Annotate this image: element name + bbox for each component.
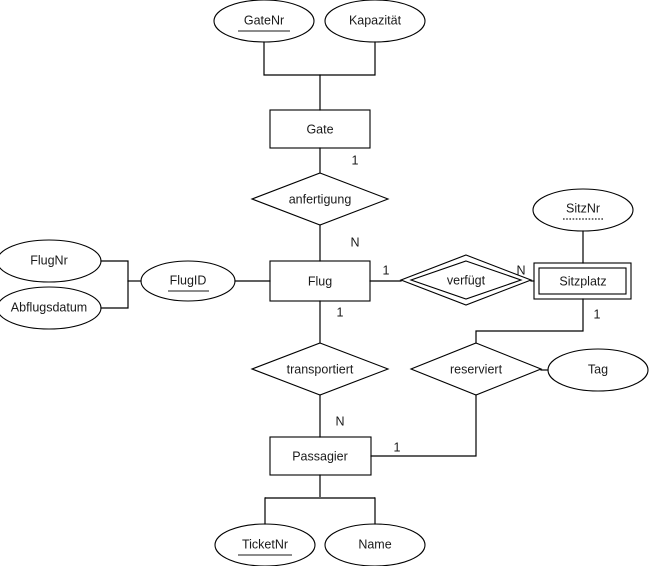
cardinality-transportiert-passagier: N: [335, 414, 344, 428]
attribute-sitznr-ellipse[interactable]: [532, 188, 634, 232]
entity-gate[interactable]: Gate: [269, 109, 371, 149]
attribute-abflugsdatum[interactable]: Abflugsdatum: [0, 286, 102, 330]
relationship-reserviert-diamond[interactable]: [409, 342, 543, 396]
attribute-gatenr[interactable]: GateNr: [213, 0, 315, 43]
relationship-anfertigung-diamond[interactable]: [250, 172, 390, 226]
entity-sitzplatz[interactable]: Sitzplatz: [533, 262, 632, 300]
entity-passagier-box[interactable]: [269, 436, 372, 476]
attribute-flugid[interactable]: FlugID: [140, 260, 236, 302]
relationship-reserviert-label: reserviert: [450, 362, 503, 376]
relationship-verfuegt-diamond-outer[interactable]: [399, 254, 533, 306]
attribute-kapazitaet-label: Kapazität: [349, 13, 402, 27]
cardinality-anfertigung-flug: N: [350, 235, 359, 249]
attribute-name[interactable]: Name: [324, 523, 426, 566]
entity-gate-box[interactable]: [269, 109, 371, 149]
connector-layer: [100, 41, 584, 525]
attribute-gatenr-label: GateNr: [244, 13, 284, 27]
cardinality-gate-anfertigung: 1: [352, 153, 359, 167]
relationship-anfertigung-label: anfertigung: [289, 192, 352, 206]
relationship-verfuegt-label: verfügt: [447, 273, 486, 287]
entity-passagier[interactable]: Passagier: [269, 436, 372, 476]
attribute-flugid-ellipse[interactable]: [140, 260, 236, 302]
cardinality-layer: 1 N 1 N 1 N 1 1: [335, 153, 600, 454]
attribute-tag-ellipse[interactable]: [547, 348, 649, 392]
cardinality-flug-transportiert: 1: [337, 305, 344, 319]
entity-gate-label: Gate: [306, 122, 333, 136]
connector-passagier-to-reserviert: [370, 394, 477, 457]
attribute-flugnr[interactable]: FlugNr: [0, 239, 102, 283]
relationship-transportiert-label: transportiert: [287, 362, 354, 376]
attribute-tag[interactable]: Tag: [547, 348, 649, 392]
cardinality-passagier-reserviert: 1: [394, 440, 401, 454]
entity-flug-label: Flug: [308, 274, 332, 288]
relationship-anfertigung[interactable]: anfertigung: [250, 172, 390, 226]
entity-flug[interactable]: Flug: [269, 260, 371, 302]
cardinality-sitzplatz-reserviert: 1: [594, 307, 601, 321]
attribute-flugnr-label: FlugNr: [30, 253, 68, 267]
connector-flug-attribute-bracket: [100, 260, 129, 309]
relationship-reserviert[interactable]: reserviert: [409, 342, 543, 396]
connector-sitzplatz-to-reserviert: [475, 298, 584, 344]
attribute-gatenr-ellipse[interactable]: [213, 0, 315, 43]
attribute-name-ellipse[interactable]: [324, 523, 426, 566]
attribute-abflugsdatum-label: Abflugsdatum: [11, 300, 87, 314]
relationship-verfuegt[interactable]: verfügt: [399, 254, 533, 306]
attribute-flugnr-ellipse[interactable]: [0, 239, 102, 283]
connector-gate-attribute-bracket: [263, 41, 376, 76]
attribute-ticketnr[interactable]: TicketNr: [214, 523, 316, 566]
entity-sitzplatz-label: Sitzplatz: [559, 274, 606, 288]
attribute-kapazitaet[interactable]: Kapazität: [324, 0, 426, 43]
cardinality-verfuegt-sitzplatz: N: [516, 263, 525, 277]
attribute-sitznr[interactable]: SitzNr: [532, 188, 634, 232]
attribute-tag-label: Tag: [588, 362, 608, 376]
attribute-abflugsdatum-ellipse[interactable]: [0, 286, 102, 330]
attribute-flugid-label: FlugID: [170, 273, 207, 287]
relationship-transportiert-diamond[interactable]: [250, 342, 390, 396]
relationship-verfuegt-diamond-inner: [409, 260, 523, 300]
relationship-transportiert[interactable]: transportiert: [250, 342, 390, 396]
attribute-sitznr-label: SitzNr: [566, 201, 600, 215]
entity-sitzplatz-box-outer[interactable]: [533, 262, 632, 300]
attribute-ticketnr-label: TicketNr: [242, 537, 288, 551]
entity-flug-box[interactable]: [269, 260, 371, 302]
cardinality-flug-verfuegt: 1: [383, 263, 390, 277]
entity-passagier-label: Passagier: [292, 449, 348, 463]
attribute-kapazitaet-ellipse[interactable]: [324, 0, 426, 43]
entity-sitzplatz-box-inner: [538, 267, 627, 295]
attribute-name-label: Name: [358, 537, 391, 551]
attribute-ticketnr-ellipse[interactable]: [214, 523, 316, 566]
